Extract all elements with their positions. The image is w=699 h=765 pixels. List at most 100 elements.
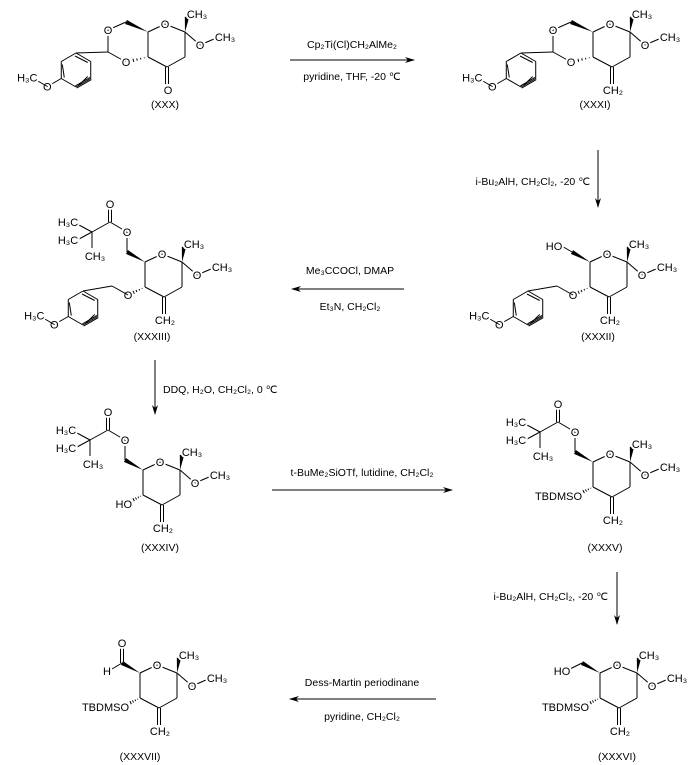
bond	[129, 291, 133, 296]
wedge-bond	[176, 657, 182, 673]
bond	[199, 38, 215, 46]
carbonyl-oxygen: O	[106, 199, 115, 211]
step-4-conditions: DDQ, H₂O, CH₂Cl₂, 0 ℃	[163, 384, 278, 396]
bond	[111, 285, 129, 296]
bond	[78, 76, 89, 86]
aryl-methoxy-oxygen: O	[495, 320, 504, 332]
tert-butyl-methyl-label: H₃C	[58, 235, 78, 247]
bond	[181, 261, 198, 276]
bond	[75, 78, 91, 88]
bond	[526, 293, 540, 301]
methoxy-methyl-label: CH₃	[667, 673, 687, 685]
bond	[68, 316, 84, 326]
step-3-reagent: Me₃CCOCl, DMAP	[306, 265, 394, 277]
aryl-methoxy-oxygen: O	[488, 82, 497, 94]
ester-oxygen: O	[123, 227, 132, 239]
bond	[176, 672, 193, 687]
methoxy-methyl-label: CH₃	[212, 262, 232, 274]
bond	[132, 700, 134, 703]
step-3-arrow: Me₃CCOCl, DMAP Et₃N, CH₂Cl₂	[291, 265, 404, 313]
bond	[142, 494, 163, 506]
bond	[74, 55, 88, 63]
bond	[107, 21, 127, 31]
bond	[573, 59, 576, 64]
wedge-bond	[125, 19, 148, 32]
bond	[526, 424, 541, 433]
bond	[85, 314, 96, 324]
bond	[527, 290, 543, 300]
tbdms-ether-label: TBDMSO	[535, 491, 583, 503]
ring-oxygen: O	[606, 19, 615, 31]
bond	[611, 56, 631, 68]
bond	[592, 23, 611, 33]
methyl-label: CH₃	[184, 239, 204, 251]
bond	[523, 76, 534, 86]
bond	[599, 697, 620, 709]
bond	[159, 461, 181, 471]
compound-label-xxxiv: (XXXIV)	[141, 542, 179, 554]
carbonyl-oxygen: O	[554, 399, 563, 411]
bond	[166, 56, 186, 68]
tert-butyl-methyl-label: CH₃	[85, 251, 105, 263]
bond	[580, 289, 583, 293]
tert-butyl-methyl-label: H₃C	[56, 443, 76, 455]
methylene-label: CH₂	[603, 515, 623, 527]
bond	[539, 421, 559, 433]
bond	[609, 453, 631, 463]
wedge-bond	[123, 458, 143, 470]
ring-oxygen: O	[603, 249, 612, 261]
methyl-label: CH₃	[632, 439, 652, 451]
bond	[644, 468, 660, 476]
bond	[592, 453, 611, 463]
bond	[513, 302, 517, 316]
bond	[132, 58, 135, 63]
wedge-bond	[184, 16, 190, 32]
methylene-label: CH₂	[155, 315, 175, 327]
bond	[557, 421, 576, 433]
bond	[61, 52, 77, 62]
bond	[592, 700, 594, 703]
bond	[107, 51, 127, 63]
bond	[139, 697, 160, 709]
step-4-arrow: DDQ, H₂O, CH₂Cl₂, 0 ℃	[152, 360, 278, 415]
aryl-methoxy-oxygen: O	[43, 82, 52, 94]
bond	[527, 285, 558, 292]
tert-butyl-methyl-label: CH₃	[533, 451, 553, 463]
methylene-label: CH₂	[600, 315, 620, 327]
compound-label-xxxvii: (XXXVII)	[120, 751, 161, 763]
bond	[137, 496, 140, 499]
compound-label-xxxvi: (XXXVI)	[598, 751, 636, 763]
methyl-label: CH₃	[187, 9, 207, 21]
bond	[589, 253, 608, 263]
methylene-label: CH₂	[610, 726, 630, 738]
bond	[144, 253, 163, 263]
bond	[82, 290, 98, 300]
bond	[194, 476, 210, 484]
step-7-conditions: pyridine, CH₂Cl₂	[324, 711, 400, 723]
bond	[506, 64, 510, 78]
bond	[109, 221, 128, 233]
bond	[78, 231, 93, 240]
bond	[161, 494, 181, 506]
methyl-label: CH₃	[182, 447, 202, 459]
methoxy-methyl-label: CH₃	[207, 673, 227, 685]
aryl-methoxy-oxygen: O	[50, 320, 59, 332]
bond	[506, 78, 522, 88]
carbonyl-oxygen: O	[104, 407, 113, 419]
bond	[78, 224, 93, 233]
bond	[129, 498, 133, 503]
methoxy-oxygen: O	[648, 681, 657, 693]
tert-butyl-methyl-label: H₃C	[506, 417, 526, 429]
methoxy-methyl-label: CH₃	[657, 262, 677, 274]
bond	[89, 429, 109, 441]
wedge-bond	[570, 250, 590, 262]
bond	[164, 23, 186, 33]
wedge-bond	[120, 661, 140, 673]
bond	[589, 701, 592, 705]
step-7-arrow: Dess-Martin periodinane pyridine, CH₂Cl₂	[289, 677, 436, 723]
step-6-arrow: i-Bu₂AlH, CH₂Cl₂, -20 ℃	[494, 572, 620, 625]
wedge-bond	[580, 661, 600, 673]
